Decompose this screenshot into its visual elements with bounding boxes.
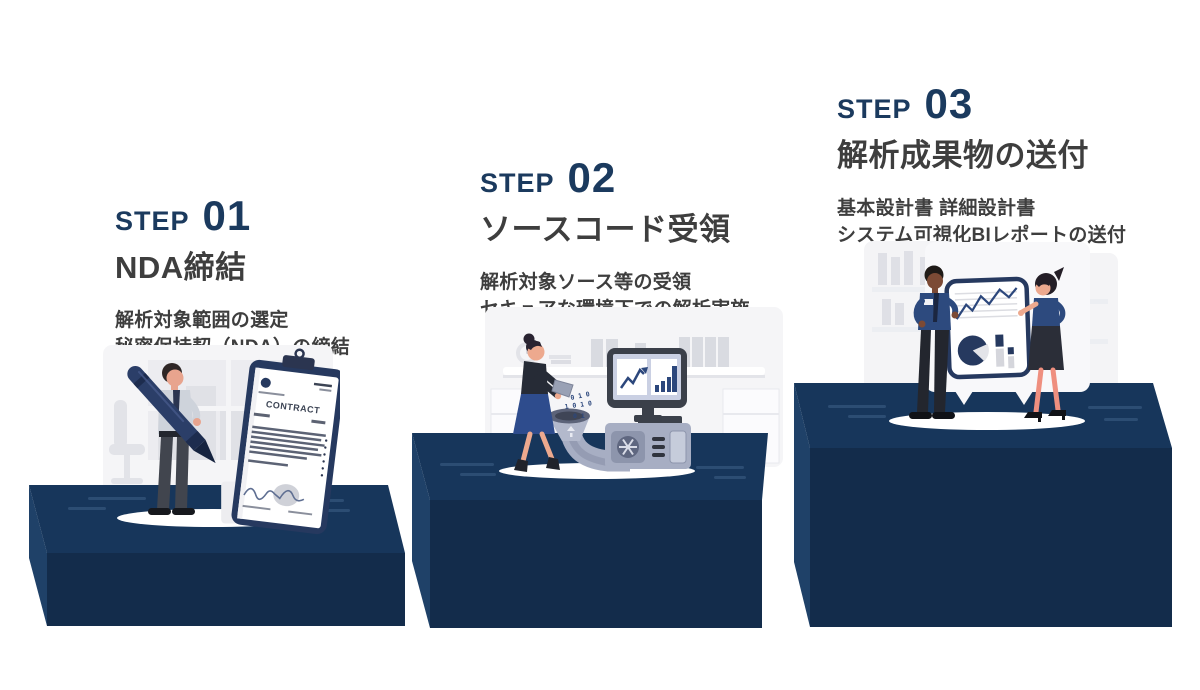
bar-chart-icon (655, 366, 677, 392)
signature-scribble (243, 487, 305, 502)
margin-dots (320, 439, 328, 477)
contract-clipboard: CONTRACT (221, 348, 340, 535)
signature-stamp (273, 484, 300, 507)
speed-lines (440, 463, 746, 479)
illustration-deliverables-presentation (889, 242, 1090, 430)
svg-text:0 1: 0 1 (573, 412, 585, 420)
step-word: STEP (115, 206, 190, 236)
description-line: 解析対象範囲の選定 (115, 310, 289, 331)
code-folder (551, 379, 574, 398)
tie (933, 293, 939, 322)
step-number: 02 (567, 154, 617, 201)
illustration-contract-signing: CONTRACT (117, 348, 340, 535)
pedestal-left-face (412, 433, 430, 628)
svg-text:1 0 1 0: 1 0 1 0 (564, 399, 592, 411)
step-1-label: STEP 01 (115, 192, 350, 240)
pedestal-front-face (47, 553, 405, 626)
description-line: システム可視化BIレポートの送付 (837, 225, 1127, 246)
contract-text-lines (248, 425, 326, 467)
giant-pen-icon (127, 365, 216, 464)
clipboard-clip (282, 355, 315, 371)
bar-chart-icon (995, 334, 1015, 369)
person-reviewing (1018, 267, 1066, 422)
pedestal-front-face (430, 500, 762, 628)
binary-digit-stream: 0 1 0 1 0 1 0 0 1 (564, 390, 592, 420)
speed-lines (828, 405, 1142, 421)
blouse (1032, 298, 1060, 326)
pedestal-left-face (29, 485, 47, 626)
pie-chart-icon (957, 335, 989, 366)
step-number: 01 (202, 192, 252, 239)
skirt (513, 394, 555, 434)
svg-text:0 1 0: 0 1 0 (570, 390, 591, 402)
step-2-label: STEP 02 (480, 154, 750, 202)
office-chair-icon (109, 400, 145, 484)
step-2-title: ソースコード受領 (480, 212, 731, 247)
step-number: 03 (924, 80, 974, 127)
heels (1024, 410, 1066, 422)
person-pouring (513, 333, 574, 472)
skirt (1028, 326, 1064, 370)
vent-slots (652, 437, 665, 457)
step-1-header: STEP 01 NDA締結 解析対象範囲の選定 秘密保持契（NDA）の締結 (115, 192, 350, 361)
description-line: 解析対象ソース等の受領 (480, 272, 692, 293)
person-presenting (909, 265, 959, 419)
fan-icon (617, 436, 639, 458)
step-3-label: STEP 03 (837, 80, 1126, 128)
line-chart-icon (955, 287, 1018, 320)
step-word: STEP (837, 94, 912, 124)
step-3-title: 解析成果物の送付 (837, 138, 1089, 173)
step-3-header: STEP 03 解析成果物の送付 基本設計書 詳細設計書 システム可視化BIレポ… (837, 80, 1126, 249)
description-line: 基本設計書 詳細設計書 (837, 198, 1036, 219)
analyzer-machine (605, 416, 691, 469)
step-1-title: NDA締結 (115, 250, 247, 285)
pedestal-front-face (810, 448, 1172, 627)
funnel-arrow (567, 426, 575, 437)
bi-report (944, 276, 1032, 380)
illustration-source-code-intake: 0 1 0 1 0 1 0 0 1 (499, 333, 695, 479)
belt (159, 431, 192, 437)
step-word: STEP (480, 168, 555, 198)
line-chart-icon (619, 367, 648, 389)
step-3-description: 基本設計書 詳細設計書 システム可視化BIレポートの送付 (837, 195, 1126, 249)
monitor (607, 348, 687, 422)
pedestal-left-face (794, 383, 810, 627)
